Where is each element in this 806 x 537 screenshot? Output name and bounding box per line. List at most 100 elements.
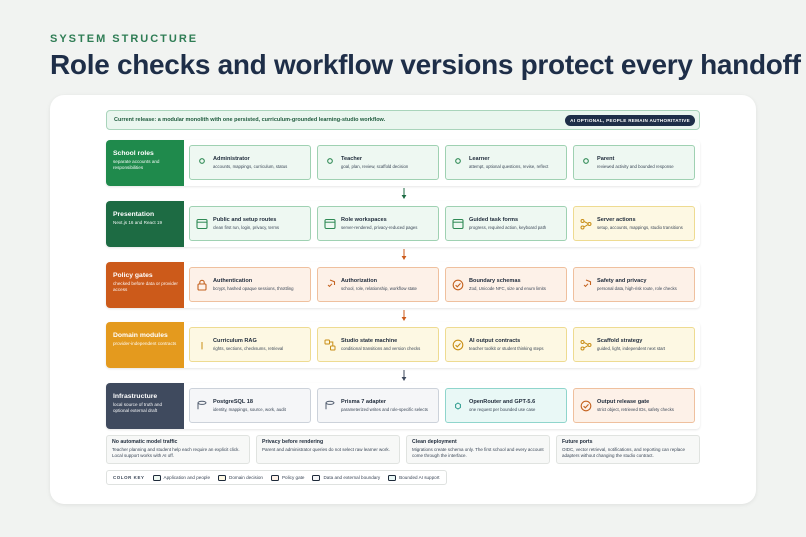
check-circle-icon bbox=[580, 400, 592, 411]
swatch-orange bbox=[270, 474, 279, 481]
tile-subtitle: parameterized writes and role-specific s… bbox=[341, 406, 428, 412]
note-body: Migrations create schema only. The first… bbox=[412, 447, 544, 459]
color-key: COLOR KEY Application and people Domain … bbox=[106, 470, 447, 485]
layer-school-roles: School roles separate accounts and respon… bbox=[106, 140, 700, 186]
tile-subtitle: personal data, high-risk route, role che… bbox=[597, 285, 677, 291]
down-arrow-icon bbox=[401, 310, 407, 321]
layer-title: Policy gates bbox=[113, 272, 153, 279]
openai-icon bbox=[455, 401, 461, 410]
color-key-label: COLOR KEY bbox=[113, 475, 145, 480]
state-icon bbox=[324, 339, 336, 350]
tile-subtitle: clean first run, login, privacy, terms bbox=[213, 224, 280, 230]
note-body: Teacher planning and student help each r… bbox=[112, 447, 240, 459]
tile-subtitle: setup, accounts, mappings, studio transi… bbox=[597, 224, 683, 230]
release-banner: Current release: a modular monolith with… bbox=[106, 110, 700, 130]
tile-subtitle: accounts, mappings, curriculum, status bbox=[213, 163, 288, 169]
tile-title: PostgreSQL 18 bbox=[213, 398, 254, 405]
note-title: Future ports bbox=[562, 439, 593, 445]
person-icon bbox=[327, 157, 333, 164]
note-privacy: Privacy before rendering Parent and admi… bbox=[256, 435, 400, 464]
tile-title: OpenRouter and GPT-5.6 bbox=[469, 398, 536, 405]
tile-title: Role workspaces bbox=[341, 216, 387, 223]
tile-title: Learner bbox=[469, 155, 490, 162]
tile-subtitle: one request per bounded use case bbox=[469, 406, 536, 412]
database-icon bbox=[325, 400, 335, 409]
tile-title: Prisma 7 adapter bbox=[341, 398, 387, 405]
down-arrow-icon bbox=[401, 249, 407, 260]
tile-subtitle: guided, light, independent next start bbox=[597, 345, 666, 351]
notes-row: No automatic model traffic Teacher plann… bbox=[106, 435, 700, 464]
down-arrow-icon bbox=[401, 370, 407, 381]
swatch-green bbox=[152, 474, 161, 481]
key-text: Domain decision bbox=[229, 475, 263, 480]
tile-subtitle: Zod, Unicode NFC, size and enum limits bbox=[469, 285, 546, 291]
tile-title: Scaffold strategy bbox=[597, 337, 643, 344]
tile-title: Teacher bbox=[341, 155, 363, 162]
book-icon bbox=[201, 341, 203, 349]
release-banner-text: Current release: a modular monolith with… bbox=[114, 117, 386, 123]
tile-subtitle: bcrypt, hashed opaque sessions, throttli… bbox=[213, 285, 294, 291]
tile-title: Parent bbox=[597, 155, 615, 162]
window-icon bbox=[324, 218, 336, 229]
key-text: Application and people bbox=[163, 475, 211, 480]
swatch-yellow bbox=[218, 474, 227, 481]
diagram-card: Current release: a modular monolith with… bbox=[50, 95, 756, 504]
tile-title: AI output contracts bbox=[469, 337, 521, 344]
tile-subtitle: identity, mappings, source, work, audit bbox=[213, 406, 286, 412]
key-item-gray: Data and external boundary bbox=[312, 474, 381, 481]
key-text: Data and external boundary bbox=[323, 475, 381, 480]
page-title: Role checks and workflow versions protec… bbox=[50, 49, 801, 80]
person-icon bbox=[583, 157, 589, 164]
tile-subtitle: server-rendered, privacy-reduced pages bbox=[341, 224, 418, 230]
lock-icon bbox=[197, 279, 207, 291]
tile-subtitle: progress, required action, keyboard path bbox=[469, 224, 547, 230]
layer-subtitle: Next.js 16 and React 19 bbox=[113, 220, 163, 225]
key-text: Bounded AI support bbox=[399, 475, 440, 480]
database-icon bbox=[197, 400, 207, 409]
note-no-automatic-traffic: No automatic model traffic Teacher plann… bbox=[106, 435, 250, 464]
person-icon bbox=[455, 157, 461, 164]
layer-title: Domain modules bbox=[113, 332, 168, 339]
layer-title: School roles bbox=[113, 150, 154, 157]
tile-subtitle: conditional transitions and version chec… bbox=[341, 345, 421, 351]
note-clean-deployment: Clean deployment Migrations create schem… bbox=[406, 435, 550, 464]
layer-label: School roles separate accounts and respon… bbox=[106, 140, 184, 186]
layer-subtitle: separate accounts and responsibilities bbox=[113, 159, 160, 170]
tile-subtitle: reviewed activity and bounded response bbox=[597, 163, 674, 169]
shield-icon bbox=[327, 278, 336, 287]
key-text: Policy gate bbox=[281, 475, 305, 480]
person-icon bbox=[199, 157, 205, 164]
